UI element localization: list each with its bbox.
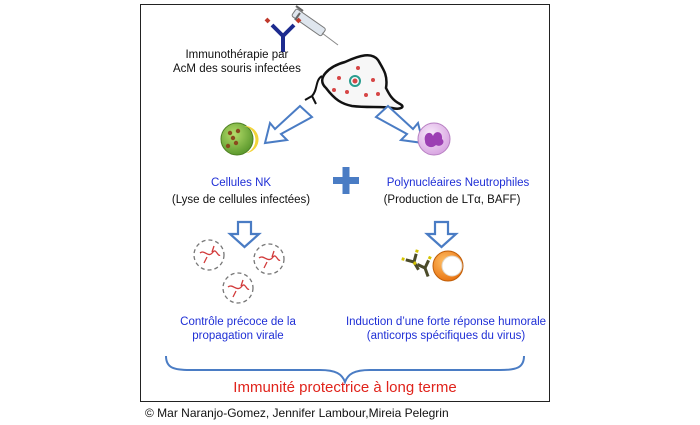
copyright-text: © Mar Naranjo-Gomez, Jennifer Lambour,Mi… [145,406,449,420]
grouping-brace [165,355,525,385]
lysed-cell-icon [222,272,254,304]
down-arrow-left-icon [227,220,262,249]
arrow-to-nk-icon [263,104,314,145]
nk-cell-function: (Lyse de cellules infectées) [171,194,311,206]
plasma-cell-icon [432,250,464,282]
secreted-antibody-icon [401,249,432,277]
nk-cell-name: Cellules NK [210,177,272,189]
neutrophil-outcome-line1: Induction d’une forte réponse humorale [345,316,547,328]
lysed-cell-icon [253,243,285,275]
neutrophil-function: (Production de LTα, BAFF) [383,194,521,206]
nk-cell-icon [220,122,259,156]
conclusion-text: Immunité protectrice à long terme [233,379,457,396]
neutrophil-outcome: Induction d’une forte réponse humorale (… [346,315,546,343]
immunotherapy-label: Immunothérapie par AcM des souris infect… [173,48,301,76]
arrow-to-neutrophil-icon [374,104,425,145]
neutrophil-outcome-line2: (anticorps spécifiques du virus) [366,330,526,342]
antibody-icon [264,17,302,52]
plus-sign-icon [333,167,359,194]
nk-outcome: Contrôle précoce de la propagation viral… [180,315,296,343]
nk-outcome-line2: propagation virale [192,330,284,342]
diagram-frame [140,4,550,402]
lysed-cell-icon [193,239,225,271]
down-arrow-right-icon [424,220,459,249]
immunotherapy-label-line1: Immunothérapie par [185,49,289,61]
immunotherapy-label-line2: AcM des souris infectées [173,63,301,75]
syringe-icon [291,5,339,46]
infected-cell-icon [304,54,404,110]
neutrophil-name: Polynucléaires Neutrophiles [386,177,530,189]
neutrophil-icon [417,122,451,156]
nk-outcome-line1: Contrôle précoce de la [180,316,296,328]
